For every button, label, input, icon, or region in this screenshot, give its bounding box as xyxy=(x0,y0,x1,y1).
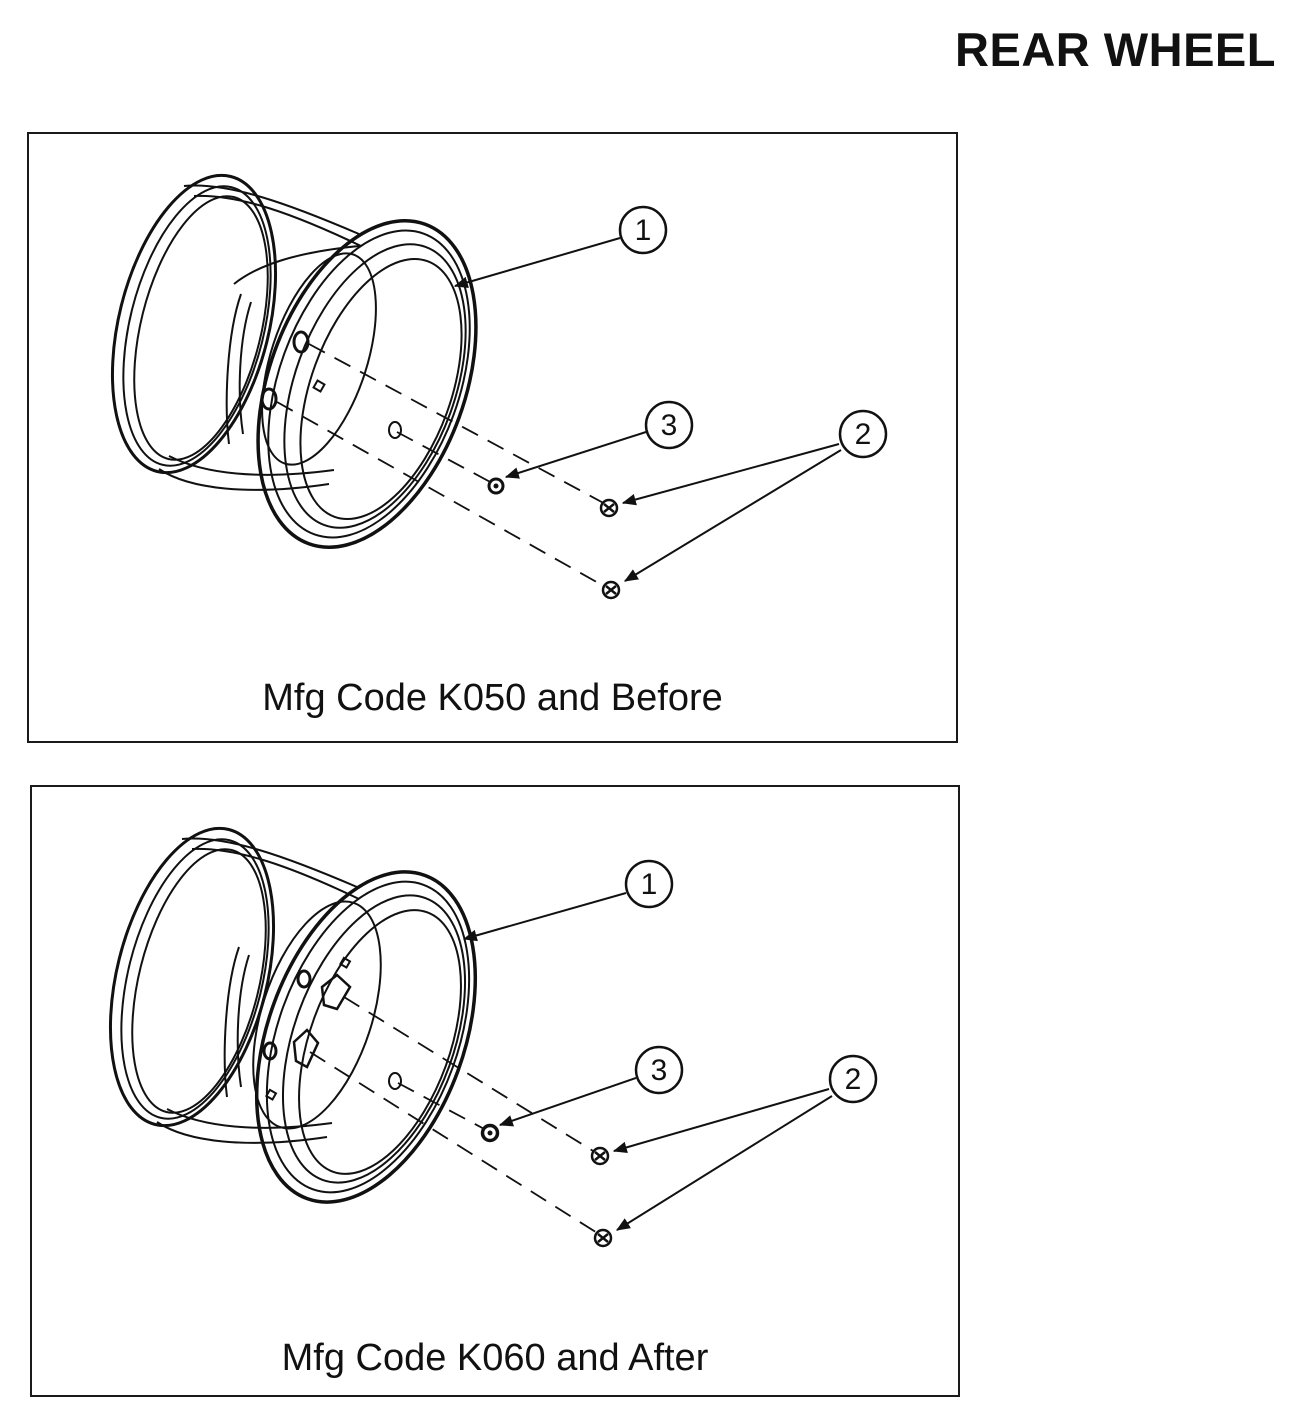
diagram-panel-k050-and-before: 1 3 2 Mfg Code K050 and Before xyxy=(27,132,958,743)
svg-text:2: 2 xyxy=(855,418,872,451)
callout-1-rim: 1 xyxy=(453,205,668,289)
callout-1-rim: 1 xyxy=(462,859,674,942)
valve-stem-icon xyxy=(487,477,505,495)
wheel-exploded-view-k050: 1 3 2 xyxy=(110,173,888,600)
panel-caption: Mfg Code K060 and After xyxy=(281,1337,709,1379)
leader-arrow-icon xyxy=(453,237,621,289)
callout-2-nuts: 2 xyxy=(612,1054,878,1231)
wheel-nut-icon xyxy=(599,498,619,518)
leader-arrow-icon xyxy=(612,1088,830,1154)
wheel-nut-icon xyxy=(593,1228,613,1248)
diagram-panel-k060-and-after: 1 3 2 Mfg Code K060 and After xyxy=(30,785,960,1397)
callout-3-valve-stem: 3 xyxy=(504,400,694,479)
assembly-guide-lines xyxy=(276,343,610,590)
svg-text:3: 3 xyxy=(661,409,678,442)
wheel-nut-icon xyxy=(601,580,621,600)
wheel-rim-drawing xyxy=(108,826,478,1204)
svg-text:1: 1 xyxy=(641,868,658,901)
leader-arrow-icon xyxy=(462,892,627,942)
callout-3-valve-stem: 3 xyxy=(498,1045,684,1127)
leader-arrow-icon xyxy=(504,431,647,479)
wheel-rim-drawing xyxy=(110,173,478,549)
wheel-exploded-view-k060: 1 3 2 xyxy=(108,826,878,1248)
svg-text:1: 1 xyxy=(635,214,652,247)
leader-arrow-icon xyxy=(616,1095,833,1231)
wheel-nut-icon xyxy=(590,1146,610,1166)
leader-arrow-icon xyxy=(498,1077,637,1127)
valve-stem-icon xyxy=(480,1123,500,1143)
assembly-guide-lines xyxy=(309,996,603,1237)
leader-arrow-icon xyxy=(624,449,842,582)
panel-caption: Mfg Code K050 and Before xyxy=(262,677,723,719)
svg-text:3: 3 xyxy=(651,1054,668,1087)
leader-arrow-icon xyxy=(621,443,840,506)
callout-2-nuts: 2 xyxy=(621,409,888,582)
svg-text:2: 2 xyxy=(845,1063,862,1096)
page-title: REAR WHEEL xyxy=(955,23,1276,76)
